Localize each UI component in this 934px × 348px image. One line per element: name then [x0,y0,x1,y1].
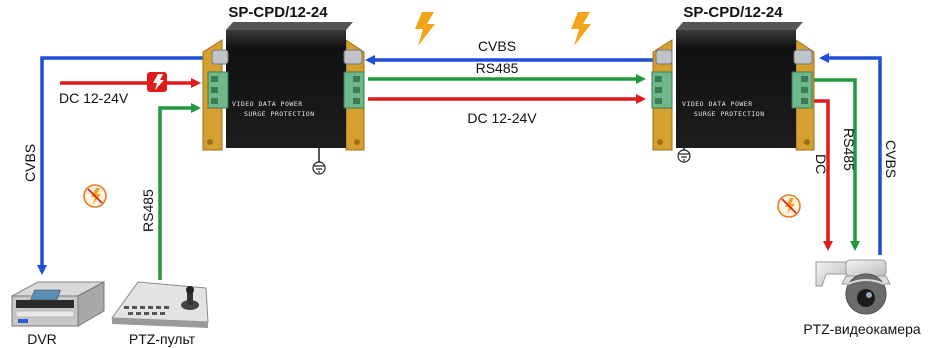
right-unit-label-2: SURGE PROTECTION [694,110,765,118]
dvr-label: DVR [27,331,57,347]
left-unit-label-2: SURGE PROTECTION [244,110,315,118]
right-cvbs-label: CVBS [883,140,899,178]
left-cvbs-label: CVBS [22,144,38,182]
right-dc-line [812,99,833,251]
ptz-controller-label: PTZ-пульт [129,331,196,347]
right-surge-protector: VIDEO DATA POWER SURGE PROTECTION [651,22,815,163]
ptz-controller-device [30,281,209,328]
right-rs485-line [812,78,860,251]
surge-badge-icon [147,72,167,92]
right-cvbs-line [819,53,882,255]
trunk-rs485-label: RS485 [476,60,519,76]
trunk-cvbs-label: CVBS [478,38,516,54]
no-surge-icon [777,194,801,218]
left-rs485-label: RS485 [140,189,156,232]
right-dc-label: DC [813,154,829,174]
left-dc-label: DC 12-24V [59,90,129,106]
no-surge-icon [83,184,107,208]
right-rs485-label: RS485 [841,128,857,171]
right-unit-title: SP-CPD/12-24 [683,4,783,21]
left-surge-protector: VIDEO DATA POWER SURGE PROTECTION [202,22,365,175]
ptz-camera-label: PTZ-видеокамера [803,321,921,337]
left-rs485-line [158,103,201,280]
left-cvbs-line [37,56,206,275]
right-unit-label-1: VIDEO DATA POWER [682,100,753,108]
ptz-camera-device [815,259,891,315]
dvr-device [11,281,105,327]
lightning-icon [415,12,435,46]
left-unit-title: SP-CPD/12-24 [228,4,328,21]
lightning-icon [571,12,591,46]
left-unit-label-1: VIDEO DATA POWER [232,100,303,108]
trunk-dc-label: DC 12-24V [467,110,537,126]
